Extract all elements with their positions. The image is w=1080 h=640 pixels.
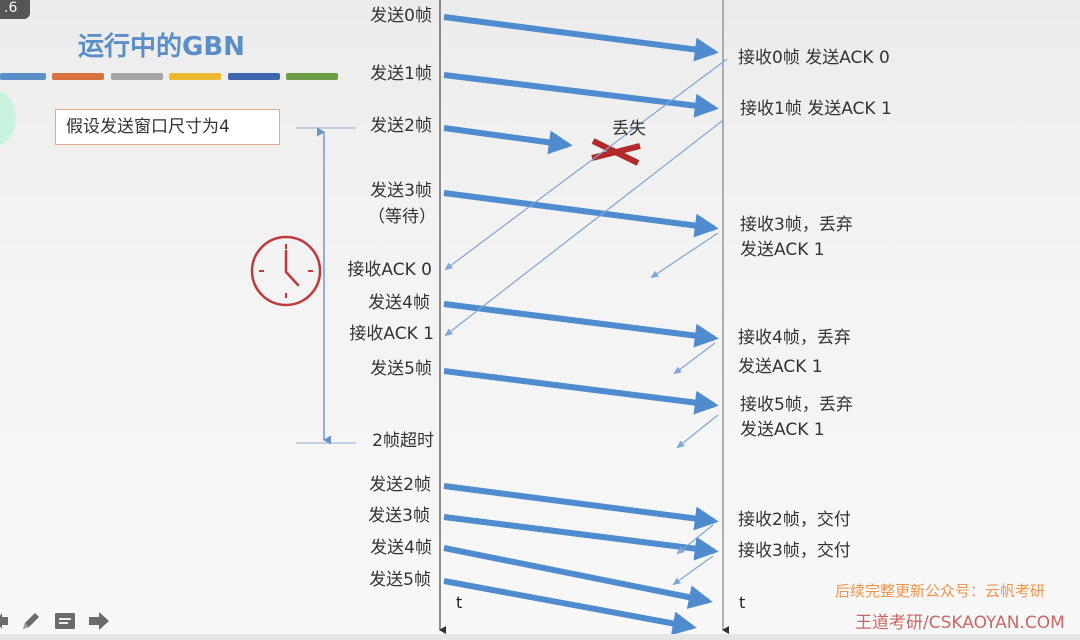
sender-event: 发送3帧 xyxy=(370,181,432,201)
divider-bar-blue xyxy=(0,73,46,80)
watermark-site: 王道考研/CSKAOYAN.COM xyxy=(855,613,1065,633)
resend-frame-5-arrow xyxy=(443,578,697,636)
ack-1-dup-c xyxy=(676,414,719,449)
sender-event: 发送5帧 xyxy=(370,359,432,379)
ack-1-dup-a xyxy=(650,232,719,279)
sender-event: 发送1帧 xyxy=(370,64,432,84)
receiver-event-line2: 发送ACK 1 xyxy=(738,357,823,377)
divider-bar-green xyxy=(286,73,338,80)
receiver-event-line2: 发送ACK 1 xyxy=(740,420,825,440)
next-arrow-icon[interactable] xyxy=(88,610,110,632)
divider-bar-yellow xyxy=(169,73,221,80)
ack-lines xyxy=(444,58,728,586)
sender-event: 发送5帧 xyxy=(369,570,431,590)
sender-event: 发送4帧 xyxy=(368,293,430,313)
slide-number-badge: .6 xyxy=(0,0,30,19)
window-size-note: 假设发送窗口尺寸为4 xyxy=(55,109,280,145)
decorative-circle xyxy=(0,90,16,146)
sender-event: 发送3帧 xyxy=(368,506,430,526)
receiver-event: 接收2帧，交付 xyxy=(738,510,851,530)
resend-frame-4-arrow xyxy=(443,545,713,609)
resend-frame-2-arrow xyxy=(443,483,719,531)
bottom-strip xyxy=(0,634,1080,640)
watermark-wechat: 后续完整更新公众号：云帆考研 xyxy=(835,582,1046,600)
receiver-event: 接收4帧，丢弃 xyxy=(738,328,851,348)
sender-event: 发送4帧 xyxy=(370,538,432,558)
slide-title: 运行中的GBN xyxy=(78,32,245,62)
timer-bracket xyxy=(296,127,356,445)
pen-icon[interactable] xyxy=(20,610,42,632)
frame-2-arrow xyxy=(443,125,573,155)
lost-cross-icon xyxy=(591,138,641,166)
divider-bar-orange xyxy=(52,73,104,80)
sender-event: 发送0帧 xyxy=(370,6,432,26)
subtitle-icon[interactable] xyxy=(54,610,76,632)
ack-3-line xyxy=(672,555,714,586)
frame-arrows xyxy=(443,14,719,636)
sender-event-note: （等待） xyxy=(368,207,436,227)
ack-0-line xyxy=(444,58,728,271)
receiver-time-axis-label: t xyxy=(739,593,746,612)
frame-5-arrow xyxy=(443,368,719,415)
frame-4-arrow xyxy=(443,301,719,348)
receiver-event: 接收5帧，丢弃 xyxy=(740,395,853,415)
timeout-label: 2帧超时 xyxy=(372,431,434,451)
presentation-toolbar xyxy=(0,606,110,636)
sender-event: 接收ACK 1 xyxy=(349,324,434,344)
lost-label: 丢失 xyxy=(612,119,646,139)
sender-event: 发送2帧 xyxy=(369,475,431,495)
prev-arrow-icon[interactable] xyxy=(0,610,8,632)
sender-event: 发送2帧 xyxy=(370,116,432,136)
receiver-event: 接收3帧，交付 xyxy=(738,541,851,561)
ack-1-line xyxy=(444,120,723,337)
receiver-event: 接收1帧 发送ACK 1 xyxy=(740,99,892,119)
ack-2-line xyxy=(676,524,714,555)
frame-3-arrow xyxy=(443,190,719,238)
frame-0-arrow xyxy=(443,14,719,62)
receiver-event: 接收3帧，丢弃 xyxy=(740,215,853,235)
clock-icon xyxy=(250,235,322,307)
sender-event: 接收ACK 0 xyxy=(347,260,432,280)
frame-1-arrow xyxy=(443,72,719,118)
divider-bar-gray xyxy=(111,73,163,80)
receiver-event-line2: 发送ACK 1 xyxy=(740,240,825,260)
ack-1-dup-b xyxy=(673,342,716,375)
divider-bar-darkblue xyxy=(228,73,280,80)
receiver-event: 接收0帧 发送ACK 0 xyxy=(738,48,890,68)
resend-frame-3-arrow xyxy=(443,514,719,561)
sender-time-axis-label: t xyxy=(456,593,463,612)
